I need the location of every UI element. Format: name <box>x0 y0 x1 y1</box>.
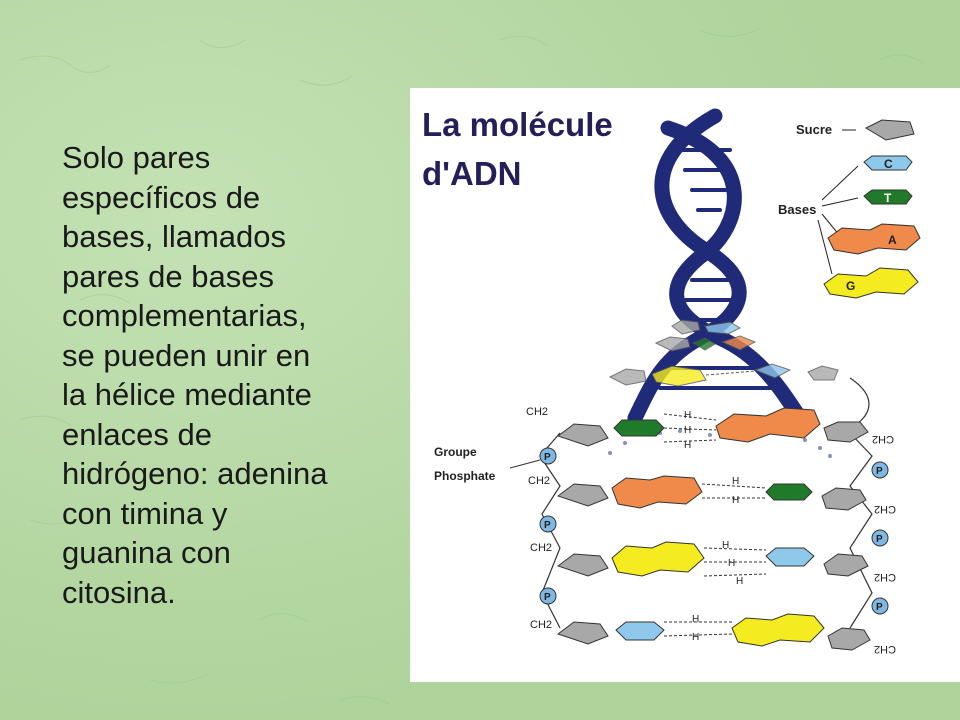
phosphate-p-label: P <box>876 602 883 613</box>
h-bond-label: H <box>684 410 691 421</box>
ch2-labels-left: CH2 CH2 CH2 CH2 <box>526 406 552 631</box>
sugar <box>823 421 869 443</box>
ch2-label: CH2 <box>530 619 552 631</box>
base-pair-guanine-cytosine: H H H <box>556 540 869 587</box>
phosphate-p-label: P <box>544 452 551 463</box>
ch2-label: CH2 <box>874 503 896 515</box>
cytosine-base <box>765 547 815 567</box>
diagram-title-line2: d'ADN <box>422 155 522 192</box>
dna-diagram: La molécule d'ADN Sucre Bases C T A G <box>422 106 921 655</box>
h-bond-label: H <box>684 440 691 451</box>
phosphate-circle <box>539 587 557 605</box>
cytosine-base <box>615 621 665 641</box>
h-bond-label: H <box>684 425 691 436</box>
base-pair-thymine-adenine: H H H <box>556 407 869 451</box>
legend-guanine-shape <box>823 267 919 299</box>
sugar <box>556 621 609 645</box>
legend-bases-label: Bases <box>778 202 816 217</box>
sugar <box>556 423 609 447</box>
adenine-base <box>715 407 821 443</box>
faint-base-rows <box>608 319 839 387</box>
phosphate-p-label: P <box>876 466 883 477</box>
ch2-label: CH2 <box>528 475 550 487</box>
sugar <box>556 553 609 577</box>
legend-adenine-shape <box>827 223 921 255</box>
phosphate-p-label: P <box>544 592 551 603</box>
legend-c-label: C <box>884 157 893 171</box>
h-bond-label: H <box>736 576 743 587</box>
legend-sugar-shape <box>864 119 915 141</box>
legend-cytosine-shape <box>863 155 913 171</box>
thymine-base <box>613 419 665 437</box>
ch2-label: CH2 <box>874 643 896 655</box>
legend-a-label: A <box>888 233 897 247</box>
phosphate-circle <box>539 447 557 465</box>
phosphate-p-label: P <box>876 534 883 545</box>
sugar <box>827 627 871 651</box>
legend-thymine-shape <box>863 189 913 205</box>
adenine-base <box>611 475 703 509</box>
h-bond-label: H <box>732 495 739 506</box>
legend-g-label: G <box>846 279 855 293</box>
base-pair-adenine-thymine: H H <box>556 475 867 511</box>
phosphate-groups: P P P P P P <box>539 447 889 615</box>
phosphate-circle <box>871 597 889 615</box>
phosphate-circle <box>871 461 889 479</box>
ch2-labels-right: CH2 CH2 CH2 CH2 <box>872 433 896 655</box>
base-pair-cytosine-guanine: H H <box>556 613 871 651</box>
h-bond-label: H <box>692 614 699 625</box>
legend-t-label: T <box>884 191 892 205</box>
sugar <box>823 553 869 577</box>
phosphate-label: Phosphate <box>434 469 496 483</box>
ch2-label: CH2 <box>872 433 894 445</box>
sugar <box>821 487 867 511</box>
phosphate-p-label: P <box>544 520 551 531</box>
dna-diagram-panel: La molécule d'ADN Sucre Bases C T A G <box>410 88 960 682</box>
phosphate-circle <box>539 515 557 533</box>
guanine-base <box>731 613 825 647</box>
h-bond-label: H <box>732 476 739 487</box>
h-bond-label: H <box>722 540 729 551</box>
sugar <box>556 483 609 507</box>
phosphate-circle <box>871 529 889 547</box>
ch2-label: CH2 <box>874 571 896 583</box>
diagram-title-line1: La molécule <box>422 106 613 143</box>
guanine-base <box>611 541 705 577</box>
ch2-label: CH2 <box>526 406 548 418</box>
legend: Sucre Bases C T A G <box>778 119 921 299</box>
legend-sucre-label: Sucre <box>796 122 832 137</box>
slide-body-text: Solo pares específicos de bases, llamado… <box>62 140 328 610</box>
ch2-label: CH2 <box>530 542 552 554</box>
thymine-base <box>765 483 813 501</box>
h-bond-label: H <box>692 632 699 643</box>
h-bond-label: H <box>728 558 735 569</box>
groupe-label: Groupe <box>434 445 477 459</box>
